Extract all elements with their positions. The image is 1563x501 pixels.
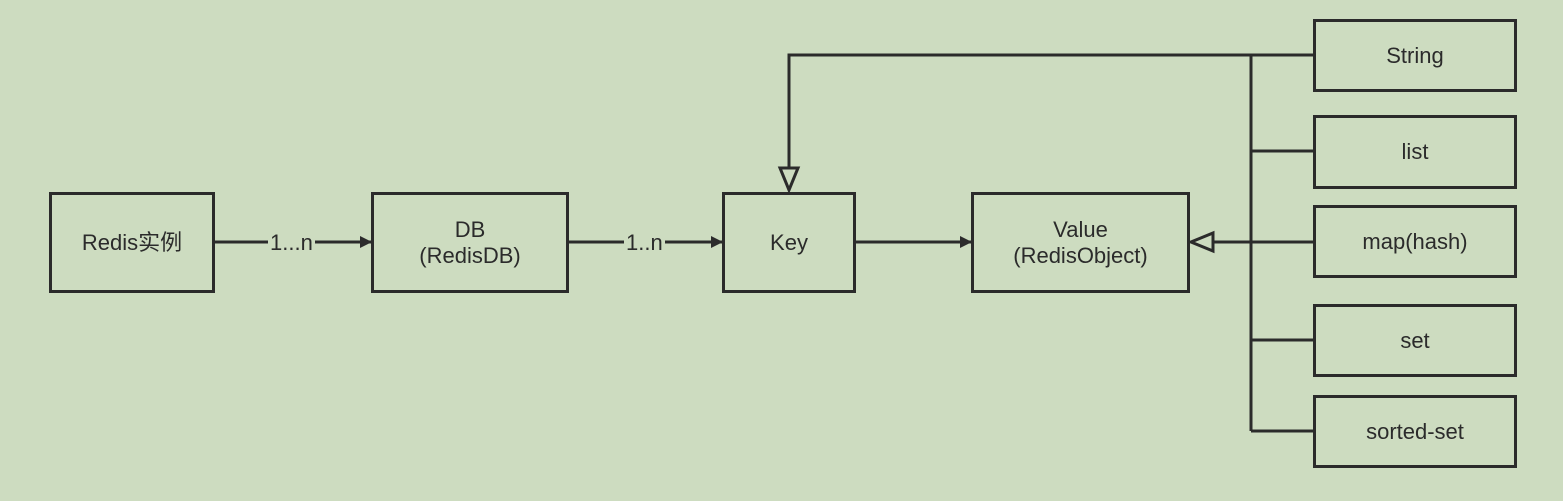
node-map-hash: map(hash) bbox=[1313, 205, 1517, 278]
node-set-label: set bbox=[1400, 327, 1430, 353]
node-sorted-set-label: sorted-set bbox=[1366, 418, 1464, 444]
node-db-label: DB (RedisDB) bbox=[419, 216, 521, 268]
edge-string-key bbox=[787, 53, 1313, 168]
node-sorted-set: sorted-set bbox=[1313, 395, 1517, 468]
node-string: String bbox=[1313, 19, 1517, 92]
node-list: list bbox=[1313, 115, 1517, 189]
node-key-label: Key bbox=[770, 229, 808, 255]
node-redis-instance: Redis实例 bbox=[49, 192, 215, 293]
node-redis-instance-label: Redis实例 bbox=[81, 229, 183, 255]
edge-label-db-key: 1..n bbox=[624, 230, 665, 255]
node-value: Value (RedisObject) bbox=[971, 192, 1190, 293]
node-set: set bbox=[1313, 304, 1517, 377]
arrowhead-key-hollow bbox=[777, 166, 801, 194]
edge-label-instance-db: 1...n bbox=[268, 230, 315, 255]
node-value-label: Value (RedisObject) bbox=[1013, 216, 1148, 268]
node-string-label: String bbox=[1386, 42, 1444, 68]
node-map-hash-label: map(hash) bbox=[1362, 228, 1468, 254]
node-db: DB (RedisDB) bbox=[371, 192, 569, 293]
node-list-label: list bbox=[1401, 139, 1429, 164]
arrowhead-value-hollow bbox=[1187, 230, 1215, 254]
node-key: Key bbox=[722, 192, 856, 293]
